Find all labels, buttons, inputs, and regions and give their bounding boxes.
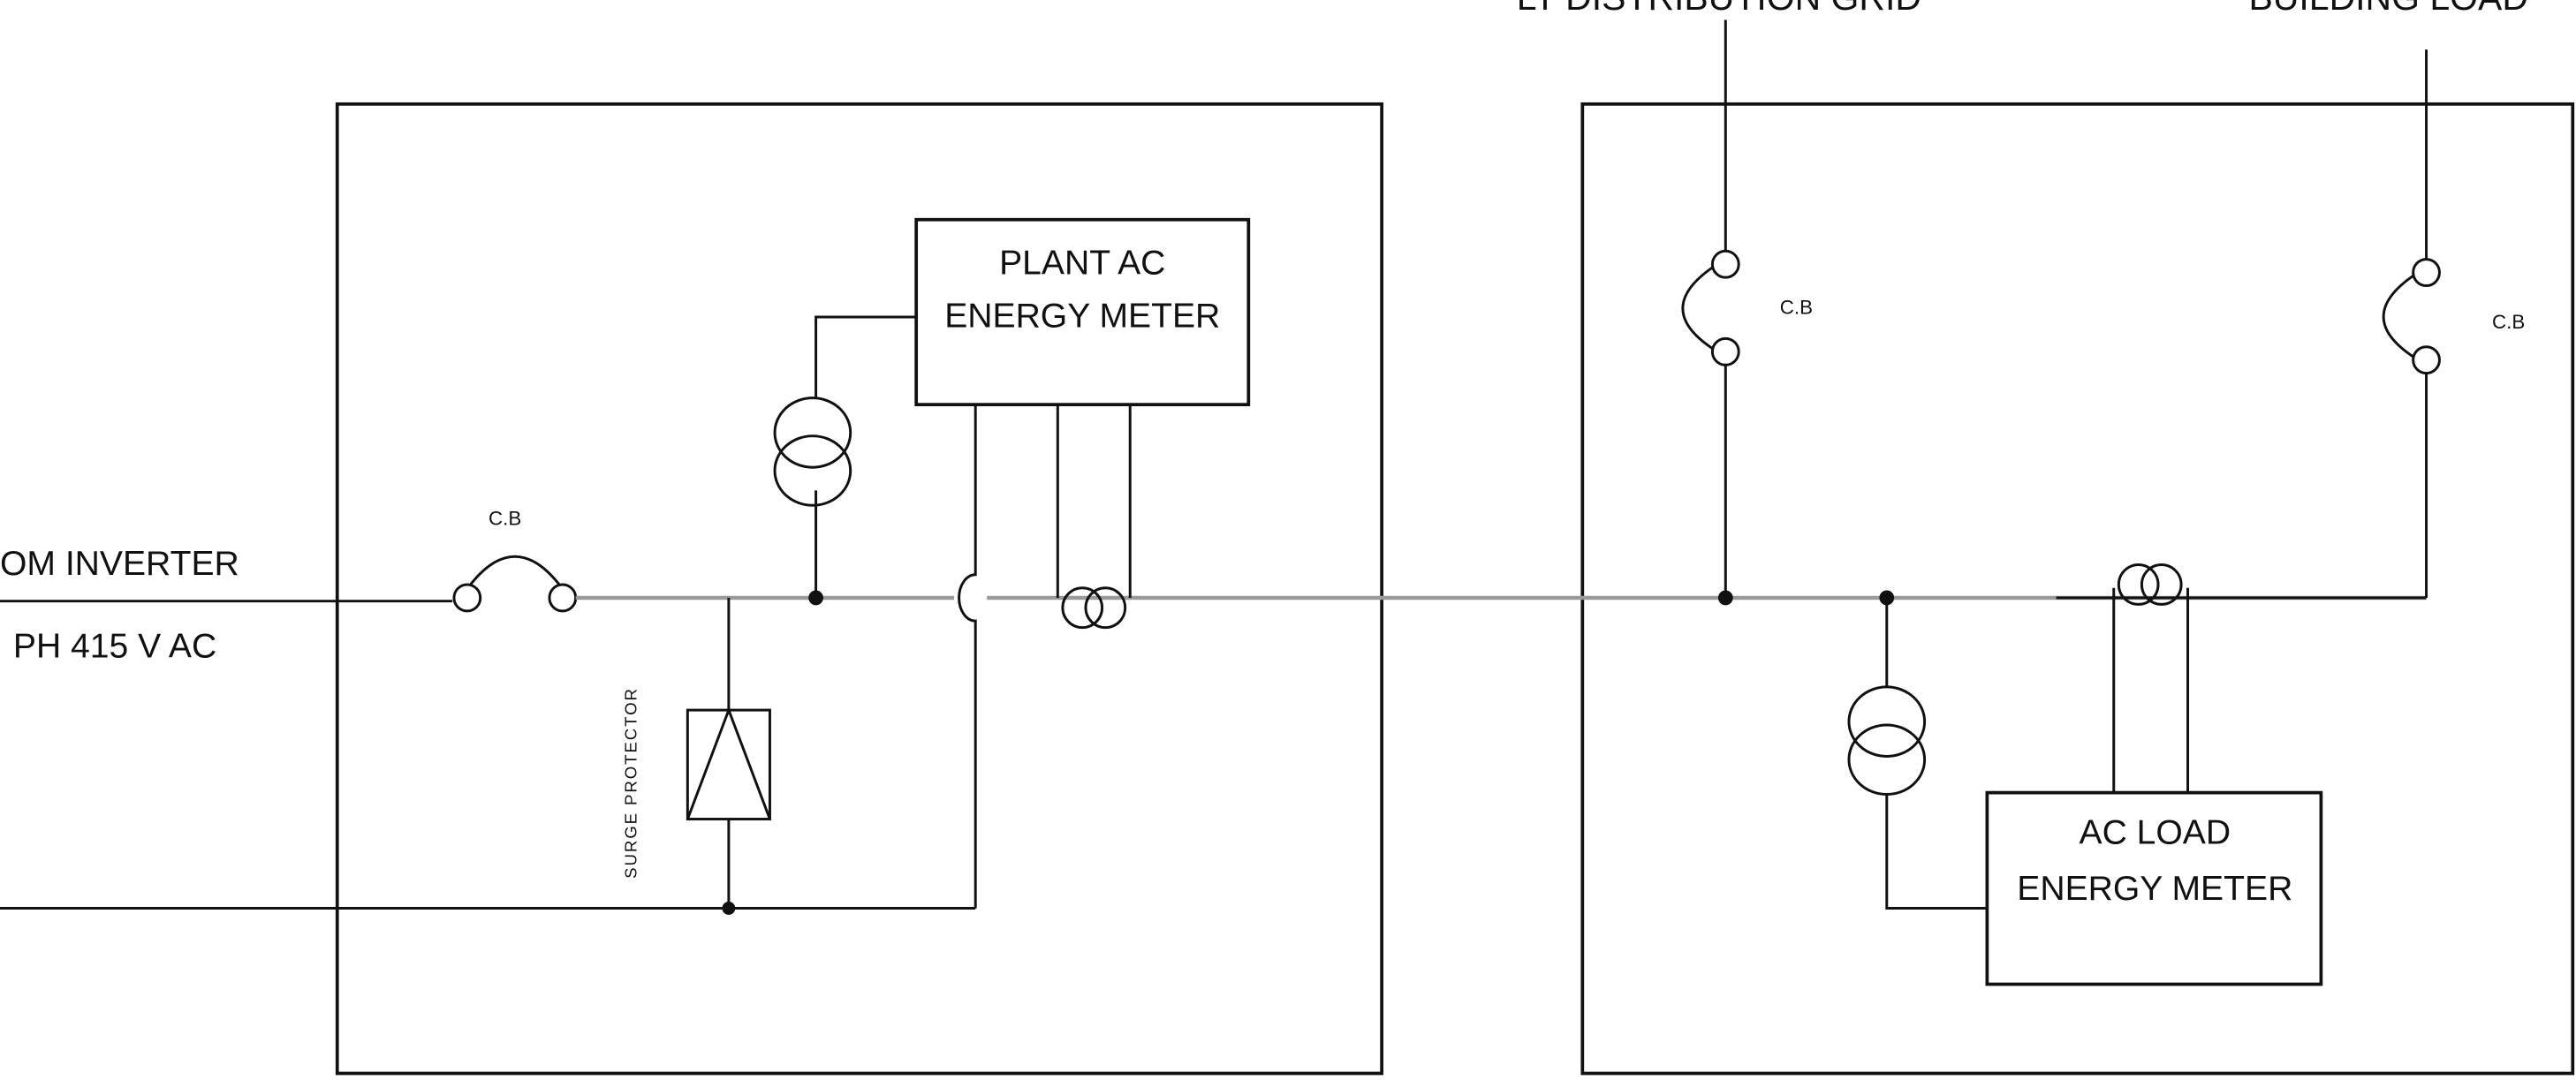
- plant-meter-line1: PLANT AC: [999, 244, 1165, 282]
- current-transformer-icon: [2117, 563, 2183, 606]
- potential-transformer-icon: [1847, 685, 1927, 796]
- from-inverter-label: OM INVERTER: [0, 545, 239, 583]
- plant-meter-line2: ENERGY METER: [944, 297, 1220, 335]
- supply-voltage-label: PH 415 V AC: [13, 627, 216, 665]
- ac-load-energy-meter: [1985, 790, 2323, 986]
- surge-protector-symbol: [686, 706, 771, 821]
- load-cb-label: C.B: [2492, 311, 2525, 333]
- inverter-cb-label: C.B: [489, 508, 521, 530]
- current-transformer-icon: [1061, 586, 1127, 630]
- junction-dot: [722, 902, 736, 915]
- grid-circuit-breaker: [1681, 249, 1740, 366]
- right-panel-enclosure: [1580, 102, 2575, 1076]
- junction-dot: [1717, 590, 1733, 606]
- building-load-label: BUILDING LOAD: [2249, 0, 2528, 18]
- grid-cb-label: C.B: [1780, 296, 1813, 318]
- left-panel-enclosure: [335, 102, 1383, 1076]
- load-meter-line2: ENERGY METER: [2017, 870, 2292, 908]
- meter-return-line: [958, 404, 977, 909]
- plant-ac-energy-meter: [914, 217, 1251, 407]
- grid-label: LT DISTRIBUTION GRID: [1517, 0, 1921, 18]
- inverter-circuit-breaker: [452, 555, 578, 613]
- potential-transformer-icon: [773, 397, 852, 507]
- load-meter-line1: AC LOAD: [2080, 814, 2231, 852]
- pt-to-meter-line: [814, 315, 917, 398]
- load-circuit-breaker: [2382, 258, 2441, 375]
- pt-to-meter-line: [1885, 794, 1988, 910]
- surge-protector-label: SURGE PROTECTOR: [622, 687, 640, 879]
